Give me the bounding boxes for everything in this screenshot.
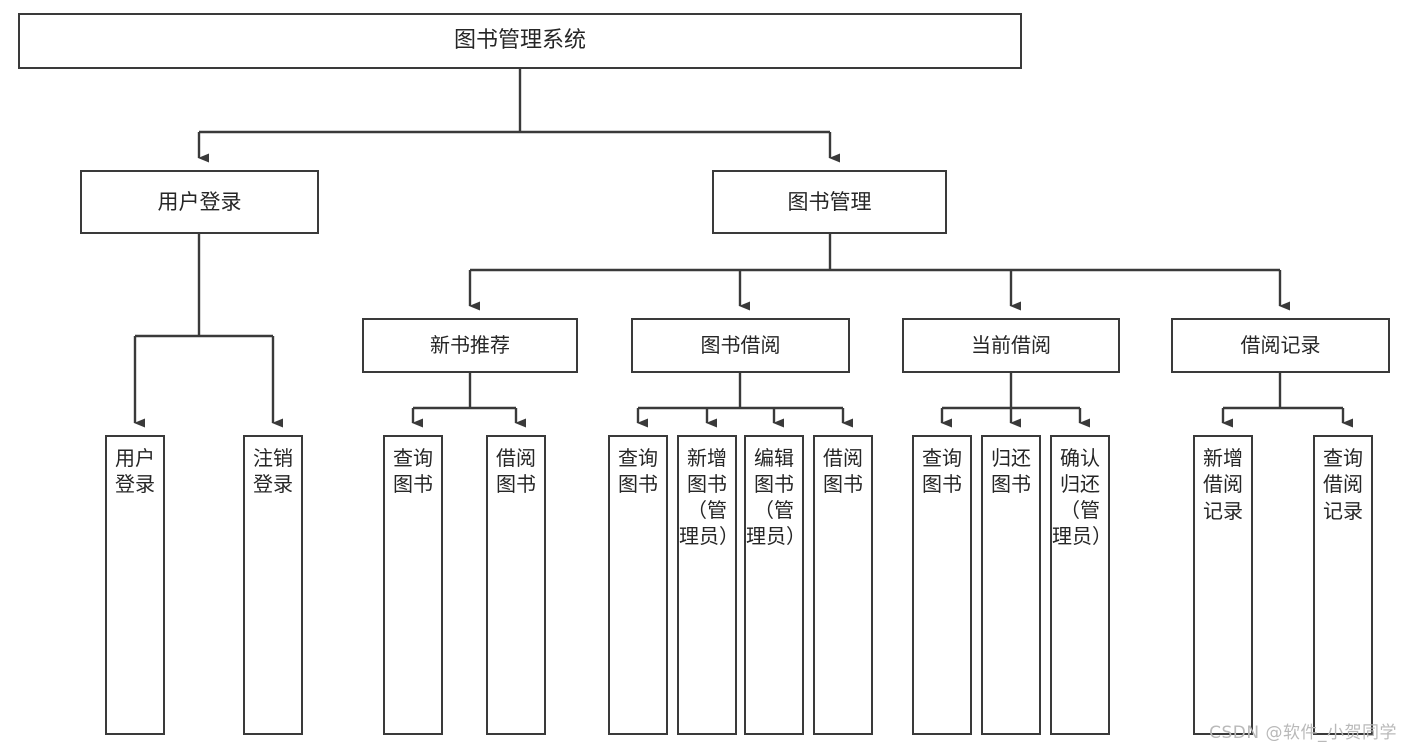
node-leaf-return-book[interactable]: 归还图书 (981, 435, 1041, 735)
node-current-borrow-label: 当前借阅 (971, 333, 1051, 357)
node-leaf-borrow-book-1[interactable]: 借阅图书 (486, 435, 546, 735)
node-borrow-record[interactable]: 借阅记录 (1171, 318, 1390, 373)
node-user-login[interactable]: 用户登录 (80, 170, 319, 234)
node-current-borrow[interactable]: 当前借阅 (902, 318, 1120, 373)
node-leaf-add-book[interactable]: 新增图书（管理员） (677, 435, 739, 735)
node-new-book-recommend[interactable]: 新书推荐 (362, 318, 578, 373)
node-user-login-label: 用户登录 (157, 189, 242, 214)
node-leaf-add-record[interactable]: 新增借阅记录 (1193, 435, 1253, 735)
node-borrow-record-label: 借阅记录 (1240, 333, 1321, 357)
node-root[interactable]: 图书管理系统 (18, 13, 1022, 69)
node-leaf-confirm-return-label: 确认归还（管理员） (1052, 446, 1112, 548)
node-leaf-add-record-label: 新增借阅记录 (1203, 446, 1243, 523)
node-leaf-logout-login-label: 注销登录 (253, 446, 293, 497)
node-root-label: 图书管理系统 (453, 28, 586, 54)
node-leaf-edit-book[interactable]: 编辑图书（管理员） (744, 435, 806, 735)
node-leaf-query-record[interactable]: 查询借阅记录 (1313, 435, 1373, 735)
node-leaf-query-book-2[interactable]: 查询图书 (608, 435, 668, 735)
node-leaf-borrow-book-2[interactable]: 借阅图书 (813, 435, 873, 735)
node-leaf-query-book-2-label: 查询图书 (618, 446, 658, 497)
node-book-borrow[interactable]: 图书借阅 (631, 318, 850, 373)
node-book-borrow-label: 图书借阅 (700, 333, 781, 357)
node-leaf-query-book-3[interactable]: 查询图书 (912, 435, 972, 735)
node-leaf-user-login-label: 用户登录 (115, 446, 155, 497)
node-leaf-logout-login[interactable]: 注销登录 (243, 435, 303, 735)
node-leaf-borrow-book-2-label: 借阅图书 (823, 446, 863, 497)
node-leaf-borrow-book-1-label: 借阅图书 (496, 446, 536, 497)
node-leaf-confirm-return[interactable]: 确认归还（管理员） (1050, 435, 1112, 735)
watermark: CSDN @软件_小贺同学 (1209, 723, 1397, 743)
node-leaf-query-book-1[interactable]: 查询图书 (383, 435, 443, 735)
node-book-manage-label: 图书管理 (787, 189, 872, 214)
node-leaf-return-book-label: 归还图书 (991, 446, 1031, 497)
node-leaf-query-record-label: 查询借阅记录 (1323, 446, 1363, 523)
node-leaf-query-book-3-label: 查询图书 (922, 446, 962, 497)
node-leaf-edit-book-label: 编辑图书（管理员） (746, 446, 806, 548)
node-new-book-recommend-label: 新书推荐 (430, 333, 510, 357)
node-leaf-query-book-1-label: 查询图书 (393, 446, 433, 497)
node-leaf-user-login[interactable]: 用户登录 (105, 435, 165, 735)
node-book-manage[interactable]: 图书管理 (712, 170, 947, 234)
node-leaf-add-book-label: 新增图书（管理员） (679, 446, 739, 548)
